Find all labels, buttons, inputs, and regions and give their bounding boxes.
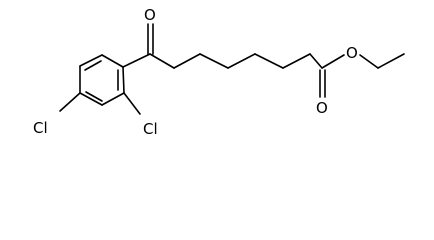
ring-inner-double-bond-2 bbox=[85, 91, 103, 102]
bond-ring-to-cl-para bbox=[59, 92, 81, 112]
bond-chain-to-ester-carbon bbox=[309, 53, 323, 69]
structure-canvas: O O O Cl Cl bbox=[33, 6, 405, 138]
chain-bond-4 bbox=[227, 53, 256, 69]
ketone-oxygen-label: O bbox=[144, 6, 156, 24]
ring-bond-c1-c2 bbox=[101, 54, 124, 68]
ring-bond-c5-c6 bbox=[101, 92, 125, 106]
ether-oxygen-label: O bbox=[346, 44, 358, 62]
ester-oxygen-label: O bbox=[316, 99, 328, 117]
chain-bond-5 bbox=[254, 53, 284, 69]
ring-bond-c6-c1 bbox=[122, 66, 125, 94]
bond-ether-o-to-ethyl bbox=[359, 54, 379, 69]
benzene-ring bbox=[79, 54, 125, 106]
bond-ethyl-c-c bbox=[377, 53, 405, 69]
ring-bond-c4-c5 bbox=[79, 92, 103, 106]
ring-inner-double-bond-1 bbox=[84, 60, 102, 71]
bond-ring-to-cl-ortho bbox=[123, 92, 141, 115]
chain-bond-3 bbox=[199, 53, 229, 69]
ring-bond-c2-c3 bbox=[79, 54, 103, 67]
bond-ester-carbon-to-ether-o bbox=[321, 54, 345, 69]
chlorine-para-label: Cl bbox=[33, 119, 48, 137]
chain-bond-2 bbox=[173, 53, 201, 69]
chlorine-ortho-label: Cl bbox=[143, 120, 158, 138]
chemical-structure-diagram: O O O Cl Cl bbox=[33, 6, 405, 138]
bond-ring-to-carbonyl bbox=[122, 53, 151, 68]
chain-bond-1 bbox=[149, 53, 175, 69]
chain-bond-6 bbox=[282, 53, 311, 69]
